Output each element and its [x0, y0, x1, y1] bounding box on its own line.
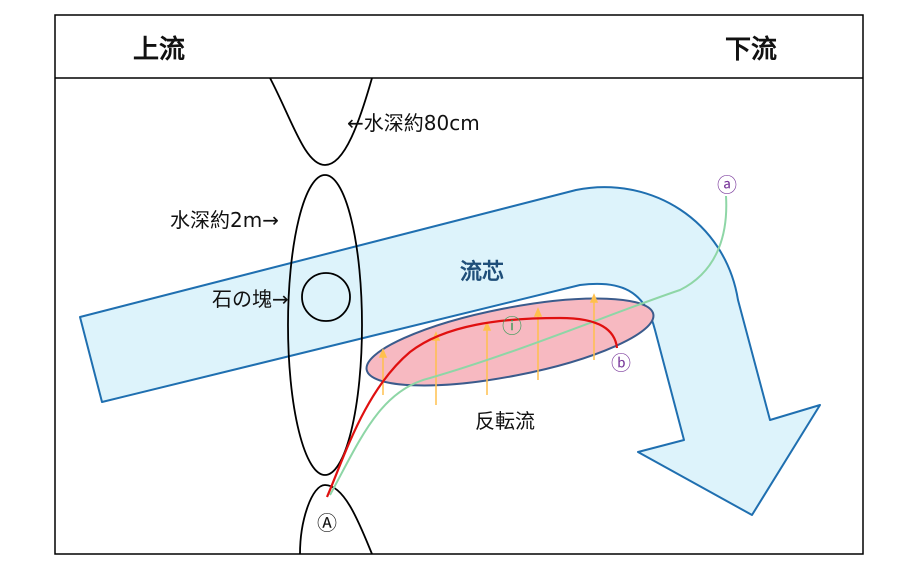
- deep-zone-ellipse: [287, 174, 363, 476]
- shallow-zone-top: [269, 78, 373, 166]
- flow-line-red: [325, 316, 619, 498]
- marker-a: ⓐ: [717, 173, 737, 197]
- marker-i: ⓘ: [502, 314, 522, 338]
- depth-80cm-label: ←水深約80cm: [347, 111, 480, 135]
- reverse-flow-arrows: [378, 293, 599, 405]
- upstream-label: 上流: [133, 35, 185, 65]
- stone-label: 石の塊→: [212, 287, 289, 311]
- marker-A: Ⓐ: [317, 511, 337, 535]
- flow-line-green: [329, 195, 728, 496]
- shallow-zone-bottom: [299, 484, 373, 554]
- downstream-label: 下流: [725, 35, 777, 65]
- reverse-flow-label: 反転流: [475, 409, 535, 433]
- main-current-label: 流芯: [460, 259, 504, 285]
- stone-circle: [301, 272, 351, 322]
- marker-b: ⓑ: [611, 351, 631, 375]
- main-current-arrow: [79, 186, 821, 516]
- depth-2m-label: 水深約2m→: [170, 208, 279, 232]
